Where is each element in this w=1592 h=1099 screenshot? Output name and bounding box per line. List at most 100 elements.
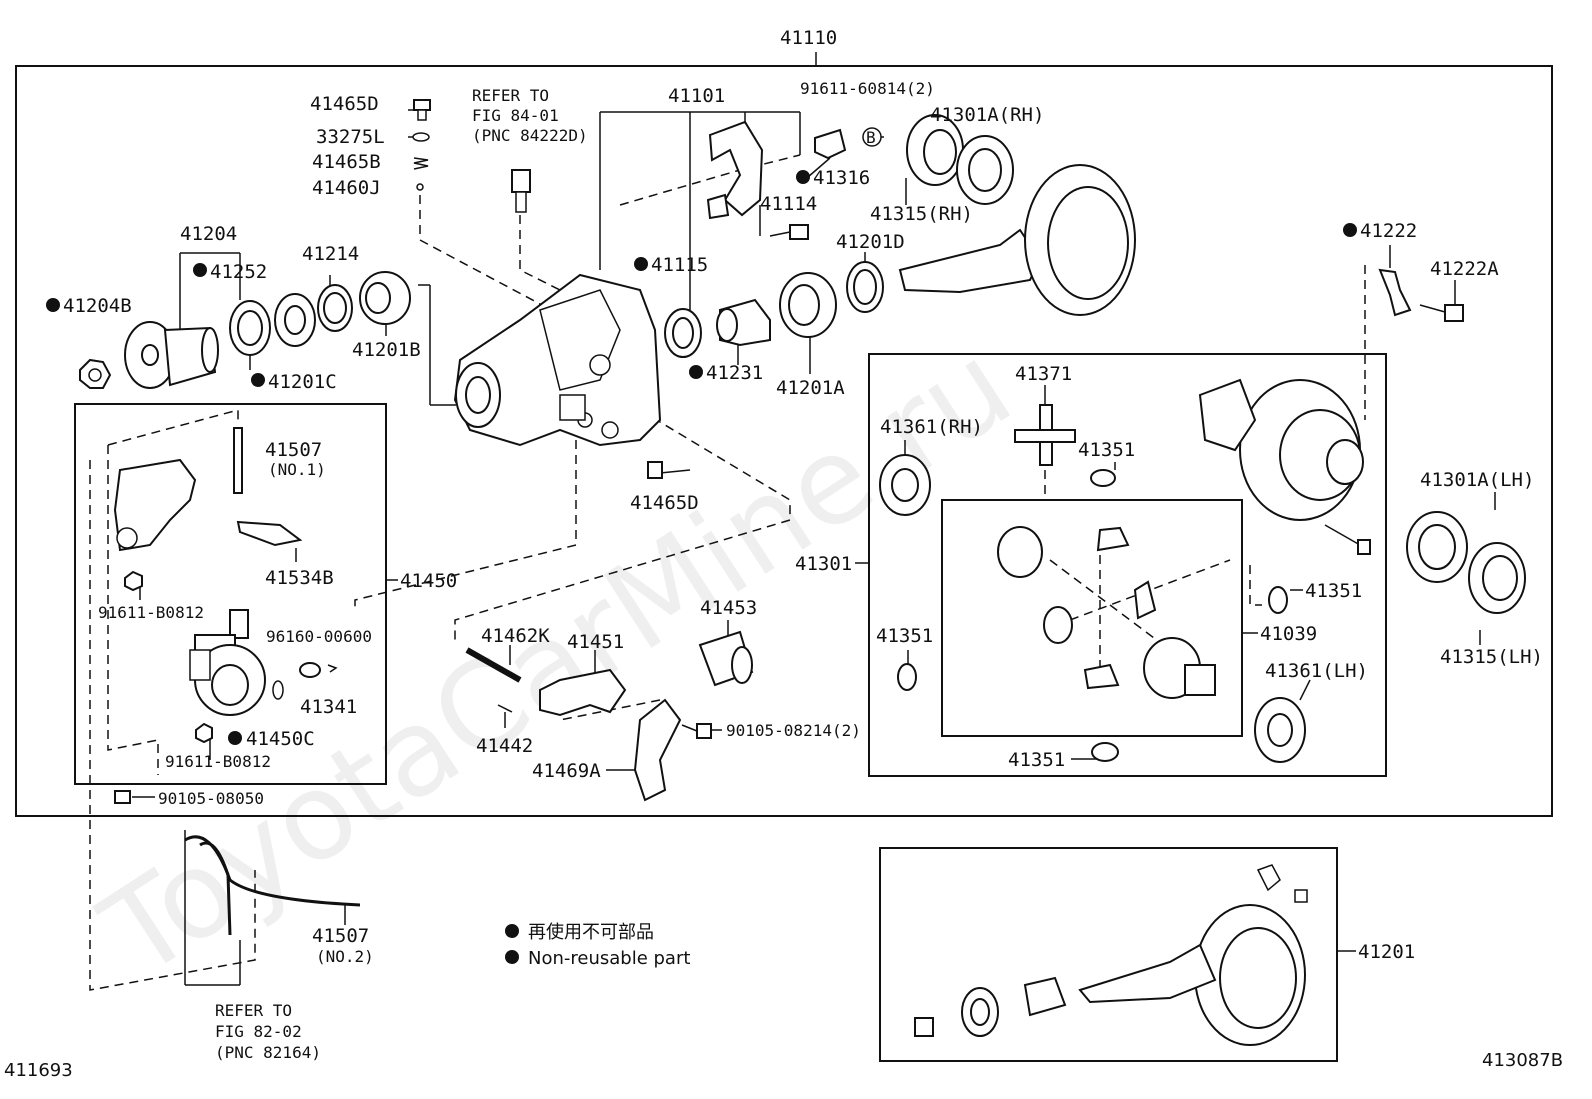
code-left: 411693 [4,1060,73,1081]
label-41361-lh: 41361(LH) [1265,660,1368,682]
bearing-41201B [359,271,411,325]
label-41204: 41204 [180,223,237,245]
label-41114: 41114 [760,193,817,215]
bearing-race-41201D [846,261,884,313]
label-41534b: 41534B [265,567,334,589]
label-41450: 41450 [400,570,457,592]
label-90105-08214: 90105-08214(2) [726,721,861,740]
refer-fig84-line1: REFER TO [472,86,549,105]
label-41371: 41371 [1015,363,1072,385]
label-41316: 41316 [813,167,870,189]
label-41301a-lh: 41301A(LH) [1420,469,1534,491]
refer-fig82-line3: (PNC 82164) [215,1043,321,1062]
label-41110: 41110 [780,27,837,49]
ring-pinion-kit-41201 [914,864,1308,1046]
bearing-cup-41315-lh [1468,542,1526,614]
code-right: 413087B [1482,1050,1563,1071]
label-41315-lh: 41315(LH) [1440,646,1543,668]
refer-fig82-line1: REFER TO [215,1001,292,1020]
breather-plug [511,169,531,213]
pinion-gear-subframe [941,499,1243,737]
label-90105-08050: 90105-08050 [158,789,264,808]
legend-jp: 再使用不可部品 [528,922,654,943]
circle-b-marker [862,127,882,147]
washer-41361-lh [1254,697,1306,763]
pinion-shaft-41371 [1014,404,1076,466]
sleeve-41453 [698,630,754,687]
label-91611-60814: 91611-60814(2) [800,79,935,98]
adjusting-lock-41316 [814,128,847,160]
label-41507-no1: 41507 [265,439,322,461]
bolt-91611-B0812-a [124,570,143,592]
oil-seal-41252 [229,300,271,356]
label-41204b: 41204B [63,295,132,317]
label-41462k: 41462K [481,625,550,647]
label-41201b: 41201B [352,339,421,361]
label-41453: 41453 [700,597,757,619]
washer-41351-c [1268,586,1288,614]
label-41465b: 41465B [312,151,381,173]
lever-41469A [633,698,682,802]
bolt-91611-B0812-b [195,722,213,744]
label-41351-d: 41351 [1008,749,1065,771]
label-41351-a: 41351 [1078,439,1135,461]
label-41201: 41201 [1358,941,1415,963]
legend-en: Non-reusable part [528,948,690,969]
label-41315-rh: 41315(RH) [870,203,973,225]
label-41301: 41301 [795,553,852,575]
label-41442: 41442 [476,735,533,757]
companion-flange [124,321,219,389]
shift-fork-41451 [539,668,627,717]
filler-plug-41465D [413,99,431,121]
label-41222: 41222 [1360,220,1417,242]
label-41101: 41101 [668,85,725,107]
seal-41341 [272,662,321,700]
label-41222a: 41222A [1430,258,1499,280]
label-96160-00600: 96160-00600 [266,627,372,646]
label-41351-b: 41351 [876,625,933,647]
pin-41442 [497,704,513,713]
bracket-41534B [236,520,303,547]
bolt-90105-08214 [681,723,712,739]
collapsible-spacer-41231 [716,298,771,347]
differential-case-41301 [1198,378,1364,521]
label-91611-b0812-b: 91611-B0812 [165,752,271,771]
label-41460j: 41460J [312,177,381,199]
flange-nut [79,358,112,389]
label-41341: 41341 [300,696,357,718]
refer-fig84-line3: (PNC 84222D) [472,126,588,145]
bolt-41222A [1419,304,1464,322]
label-41507-no2: 41507 [312,925,369,947]
label-41201c: 41201C [268,371,337,393]
spacer-41214 [317,284,353,332]
refer-fig82-line2: FIG 82-02 [215,1022,302,1041]
label-91611-b0812-a: 91611-B0812 [98,603,204,622]
washer-41351-d [1091,742,1119,762]
gear-set-41039 [997,526,1216,699]
bolt-90105-08050 [114,790,131,804]
tube-41507-no1 [233,427,243,494]
spring-41465B [413,157,429,170]
label-41507-no1-sub: (NO.1) [268,460,326,479]
speed-sensor-cover [113,458,197,552]
bearing-41301A-rh [956,135,1014,205]
label-41450c: 41450C [246,728,315,750]
label-41301a-rh: 41301A(RH) [930,104,1044,126]
label-41039: 41039 [1260,623,1317,645]
bearing-41301A-lh [1406,511,1468,583]
speed-sensor-subframe [74,403,387,785]
label-41361-rh: 41361(RH) [880,416,983,438]
main-assembly-frame [15,65,1553,817]
bearing-41201A [779,272,837,338]
label-41465d-mid: 41465D [630,492,699,514]
label-41231: 41231 [706,362,763,384]
bolt-41465D-mid [647,461,663,479]
tube-41507-no2 [184,835,361,936]
label-41115: 41115 [651,254,708,276]
ring-pinion-kit-frame [879,847,1338,1062]
leader-lines [132,109,1496,986]
label-41469a: 41469A [532,760,601,782]
non-reusable-markers [46,170,1357,964]
gasket-33275L [412,132,430,142]
